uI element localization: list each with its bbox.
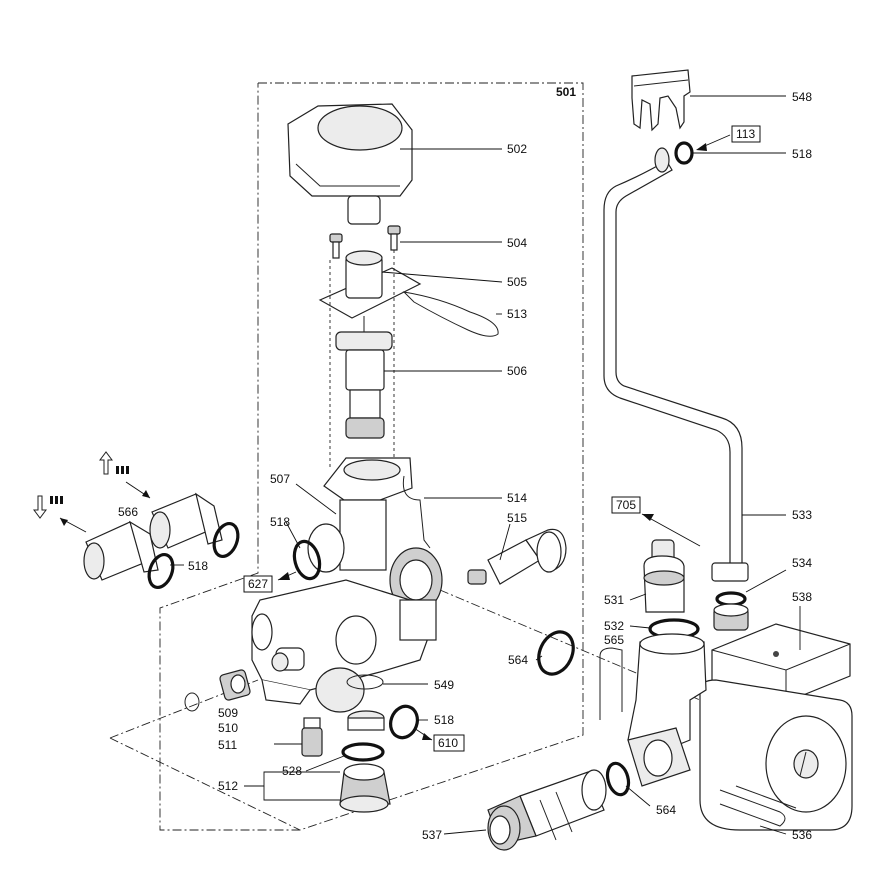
fitting-566-upper (149, 492, 223, 549)
connector-537 (487, 769, 607, 851)
washer-510 (184, 692, 200, 712)
label-511: 511 (218, 738, 237, 752)
nut-534 (713, 603, 749, 631)
pump-inlet-body (627, 633, 707, 787)
label-507: 507 (270, 472, 290, 486)
plug-511 (301, 717, 323, 757)
label-512: 512 (218, 779, 238, 793)
label-533: 533 (792, 508, 812, 522)
label-113: 113 (736, 127, 755, 141)
sensor-515 (467, 528, 567, 585)
label-548: 548 (792, 90, 812, 104)
label-531: 531 (604, 593, 624, 607)
o-ring-534 (715, 591, 747, 607)
label-504: 504 (507, 236, 527, 250)
label-505: 505 (507, 275, 527, 289)
label-506: 506 (507, 364, 527, 378)
label-610: 610 (438, 736, 458, 750)
ref-box-610 (433, 734, 465, 752)
clip-514 (402, 475, 431, 549)
fitting-566-lower (83, 520, 159, 581)
flow-arrows (33, 451, 151, 533)
label-502: 502 (507, 142, 527, 156)
label-536: 536 (792, 828, 812, 842)
label-537: 537 (422, 828, 442, 842)
pin-565 (599, 647, 623, 720)
adapter-505 (318, 250, 422, 319)
seal-549 (346, 674, 384, 690)
label-510: 510 (218, 721, 238, 735)
label-538: 538 (792, 590, 812, 604)
o-ring-518-upper-fitting (212, 521, 240, 559)
union-nut-512 (339, 763, 391, 813)
screw-504-right (387, 225, 401, 251)
clip-548 (631, 69, 691, 132)
label-564a: 564 (508, 653, 528, 667)
gasket-513 (402, 291, 499, 337)
o-ring-518-lower-fitting (147, 552, 175, 590)
label-528: 528 (282, 764, 302, 778)
label-518b: 518 (270, 515, 290, 529)
label-513: 513 (507, 307, 527, 321)
air-vent-531 (643, 539, 685, 613)
actuator-502 (287, 103, 413, 225)
cartridge-506 (335, 316, 393, 439)
ref-box-627 (243, 575, 273, 593)
o-ring-518-body (292, 539, 322, 581)
label-532: 532 (604, 619, 624, 633)
cap-509 (219, 669, 251, 701)
callout-labels: 501 548 113 518 502 504 505 513 506 507 … (118, 85, 812, 842)
label-518c: 518 (188, 559, 208, 573)
label-514: 514 (507, 491, 527, 505)
pipe-533 (603, 147, 749, 582)
o-ring-564-lower (605, 761, 631, 797)
pump-body (699, 679, 853, 831)
label-627: 627 (248, 577, 268, 591)
leader-lines (170, 95, 801, 835)
label-534: 534 (792, 556, 812, 570)
o-ring-518-top (674, 141, 694, 165)
valve-body (251, 457, 443, 713)
label-515: 515 (507, 511, 527, 525)
label-518a: 518 (792, 147, 812, 161)
screw-504-left (329, 233, 343, 259)
label-565: 565 (604, 633, 624, 647)
o-ring-564-upper (537, 630, 575, 676)
coupling-part (347, 710, 385, 731)
label-705: 705 (616, 498, 636, 512)
label-566: 566 (118, 505, 138, 519)
o-ring-518-lower (389, 704, 419, 740)
label-549: 549 (434, 678, 454, 692)
label-518d: 518 (434, 713, 454, 727)
label-509: 509 (218, 706, 238, 720)
ref-box-705 (611, 496, 641, 514)
assembly-label: 501 (556, 85, 576, 99)
o-ring-528 (341, 742, 385, 762)
pump-head-538 (711, 623, 851, 703)
ref-box-113 (731, 125, 761, 143)
label-564b: 564 (656, 803, 676, 817)
